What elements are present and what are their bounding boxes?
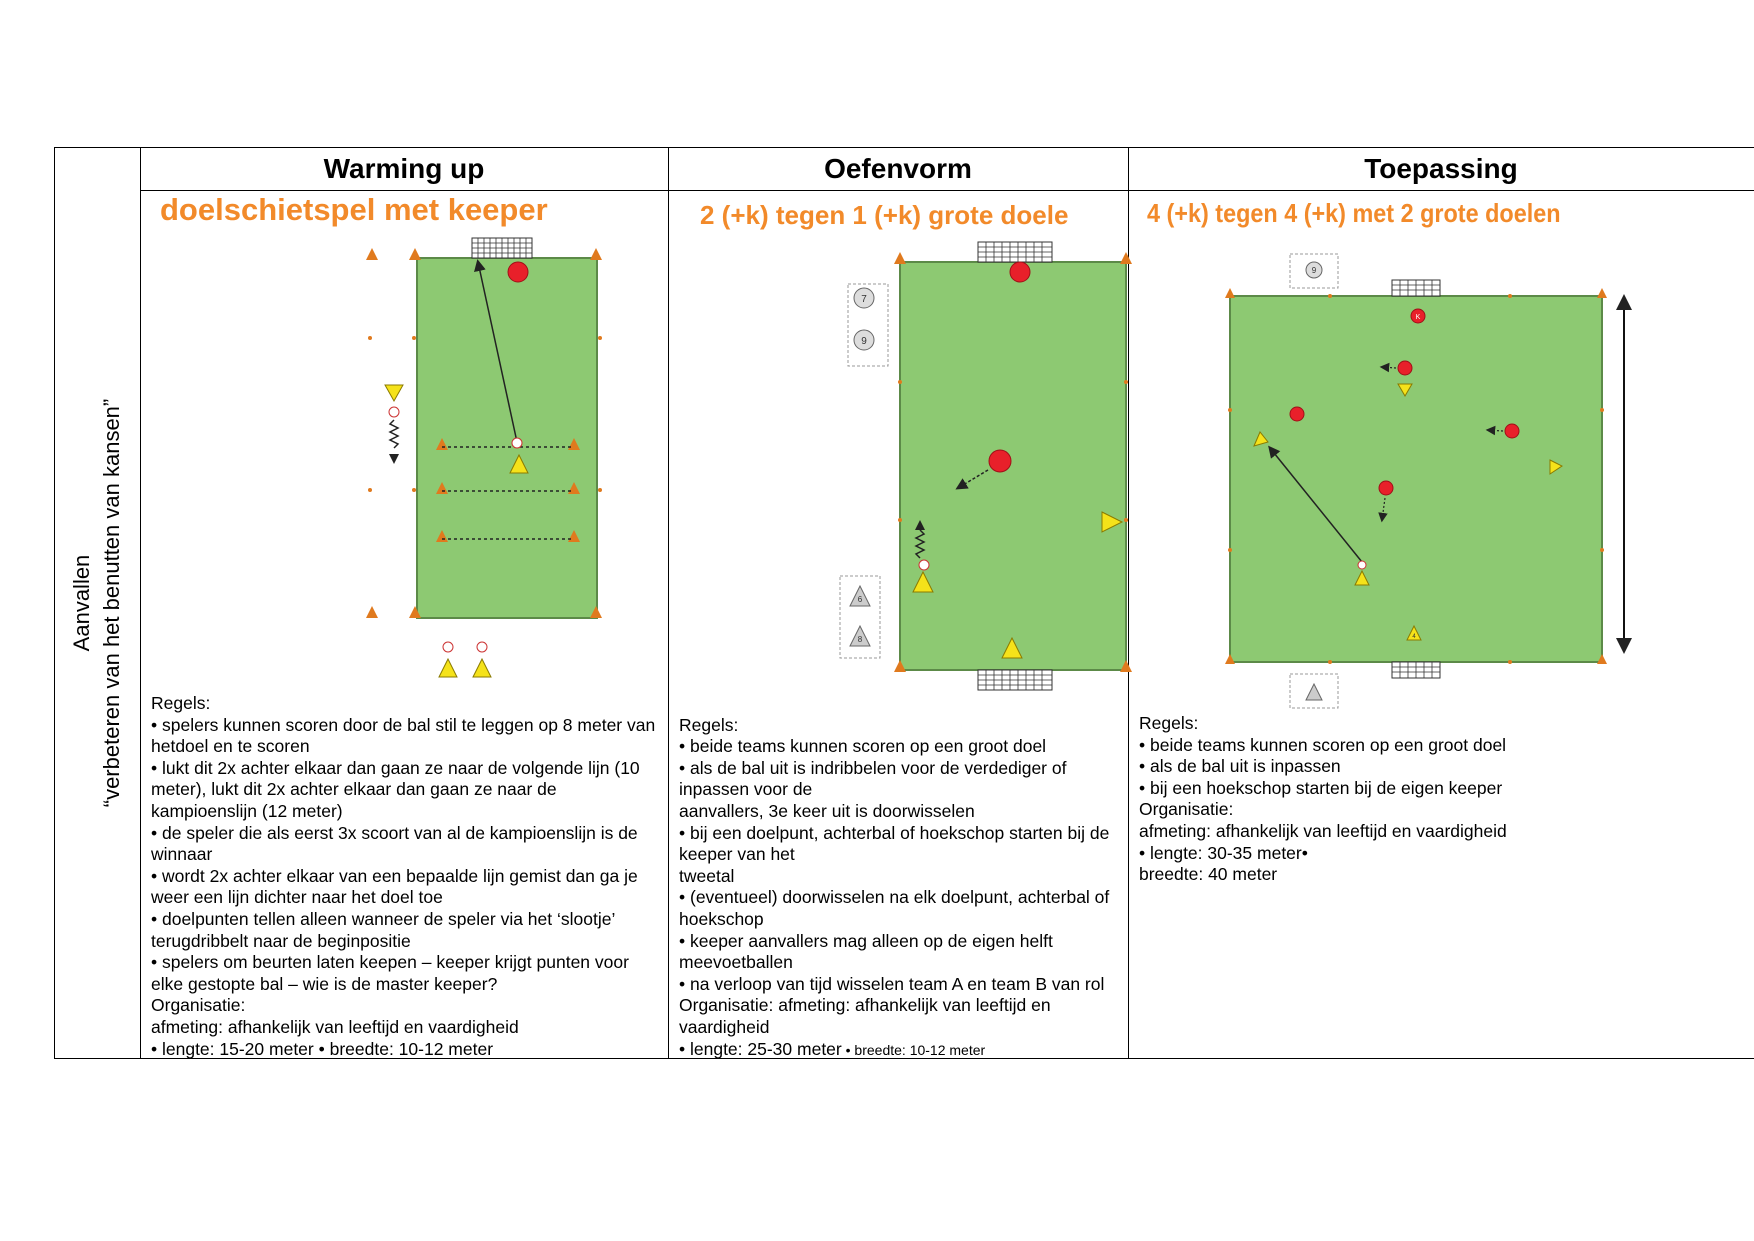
rules-oefenvorm: Regels: • beide teams kunnen scoren op e… xyxy=(679,693,1121,1083)
rules-oefenvorm-width: • breedte: 10-12 meter xyxy=(841,1041,986,1058)
table-top-border xyxy=(54,147,1754,148)
keeper-red-label: K xyxy=(1416,314,1421,321)
ball-waiting xyxy=(388,406,400,418)
player-yellow xyxy=(509,453,529,474)
sub-bottom xyxy=(1305,682,1323,701)
sub-8-label: 8 xyxy=(858,635,863,644)
sub-8 xyxy=(849,624,871,647)
header-bottom-border xyxy=(140,190,1754,191)
yellow-player-2 xyxy=(1253,431,1269,447)
dribble-arrowhead xyxy=(915,520,925,530)
red-player-2 xyxy=(1289,406,1305,422)
yellow-player-1 xyxy=(1397,383,1413,397)
dribble-path xyxy=(388,419,400,449)
col-divider-1 xyxy=(140,147,141,1059)
col-divider-3 xyxy=(1128,147,1129,1059)
ball-bottom-1 xyxy=(442,641,454,653)
rules-oefenvorm-last: • lengte: 25-30 meter • breedte: 10-12 m… xyxy=(679,1039,1121,1062)
ball xyxy=(918,559,930,571)
cones xyxy=(1225,288,1607,664)
player-yellow-bottom-2 xyxy=(472,657,492,678)
defender-red xyxy=(988,449,1012,473)
sub-7-label: 7 xyxy=(861,294,867,305)
keeper-red xyxy=(1410,308,1426,324)
rules-toepassing: Regels: • beide teams kunnen scoren op e… xyxy=(1139,713,1507,885)
goal-top-mesh xyxy=(1392,280,1440,296)
field-diagram-warming-up xyxy=(366,237,602,678)
defender-arrow xyxy=(955,469,989,490)
attacker-yellow-right xyxy=(1101,511,1124,533)
yellow-player-3 xyxy=(1354,569,1370,586)
sub-7 xyxy=(853,287,875,309)
sub-top xyxy=(1305,261,1323,279)
sub-9-label: 9 xyxy=(861,336,867,347)
shot-arrow xyxy=(474,259,518,443)
player-yellow-bottom-1 xyxy=(438,657,458,678)
goal-bottom-mesh xyxy=(978,670,1052,690)
field-diagram-oefenvorm: 7 9 6 8 xyxy=(839,241,1132,691)
pitch xyxy=(416,257,598,619)
goal-net-mesh xyxy=(472,238,532,258)
keeper-red xyxy=(1009,261,1031,283)
header-warming-up: Warming up xyxy=(323,153,485,184)
dribble-arrowhead xyxy=(389,454,399,464)
red-player-3-arrow xyxy=(1485,425,1504,436)
rules-oefenvorm-length: • lengte: 25-30 meter xyxy=(679,1038,842,1059)
header-oefenvorm: Oefenvorm xyxy=(824,153,972,184)
player-yellow-waiting xyxy=(384,384,404,403)
table-bottom-border xyxy=(54,1058,1754,1059)
pitch xyxy=(899,261,1127,671)
red-player-1 xyxy=(1397,360,1413,376)
sub-top-label: 9 xyxy=(1312,266,1317,275)
rules-warming-up: Regels: • spelers kunnen scoren door de … xyxy=(151,693,656,1059)
field-diagram-toepassing: 9 K 4 xyxy=(1225,253,1632,709)
red-player-4 xyxy=(1378,480,1394,496)
cones xyxy=(366,248,602,618)
rules-oefenvorm-main: Regels: • beide teams kunnen scoren op e… xyxy=(679,714,1110,1037)
keeper-yellow xyxy=(1406,624,1422,641)
ball xyxy=(1357,560,1367,570)
side-label-line1: Aanvallen xyxy=(69,554,94,652)
dribble-path xyxy=(914,529,926,559)
goal-top-mesh xyxy=(978,242,1052,262)
shooting-lines xyxy=(442,446,574,540)
pitch xyxy=(1229,295,1603,663)
attacker-yellow xyxy=(912,570,934,593)
sub-6 xyxy=(849,584,871,607)
sub-9 xyxy=(853,329,875,351)
side-label-line2: “verbeteren van het benutten van kansen” xyxy=(99,398,124,808)
drill-title-3: 4 (+k) tegen 4 (+k) met 2 grote doelen xyxy=(1147,198,1561,228)
cones xyxy=(894,252,1132,672)
drill-title-2-clip: 2 (+k) tegen 1 (+k) grote doele xyxy=(690,200,1128,240)
drill-title-2: 2 (+k) tegen 1 (+k) grote doele xyxy=(700,200,1069,230)
keeper-red xyxy=(507,261,529,283)
ball xyxy=(511,437,523,449)
keeper-yellow-label: 4 xyxy=(1412,634,1416,640)
header-toepassing: Toepassing xyxy=(1364,153,1518,184)
side-label: Aanvallen “verbeteren van het benutten v… xyxy=(67,153,127,1053)
yellow-player-4 xyxy=(1549,459,1563,475)
col-divider-2 xyxy=(668,147,669,1059)
red-player-3 xyxy=(1504,423,1520,439)
pass-arrow xyxy=(1268,445,1363,563)
drill-title-1: doelschietspel met keeper xyxy=(160,192,548,227)
side-label-cell: Aanvallen “verbeteren van het benutten v… xyxy=(54,148,140,1058)
goal-bottom-mesh xyxy=(1392,662,1440,678)
ball-bottom-2 xyxy=(476,641,488,653)
sub-6-label: 6 xyxy=(858,595,863,604)
keeper-yellow xyxy=(1001,636,1023,659)
table-left-border xyxy=(54,147,55,1059)
